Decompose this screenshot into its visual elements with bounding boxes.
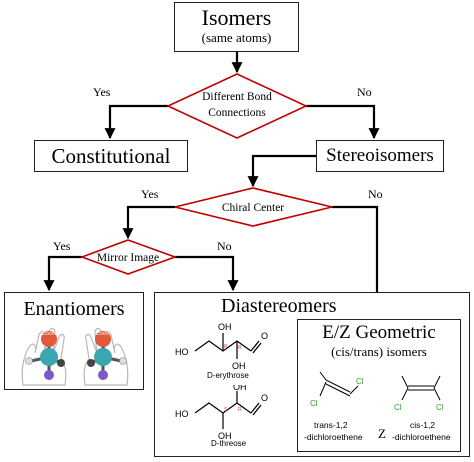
constitutional-title: Constitutional bbox=[51, 144, 171, 168]
stereoisomers-node: Stereoisomers bbox=[316, 140, 444, 172]
edge-mirror-yes bbox=[43, 255, 82, 292]
threose-stereo-b: R bbox=[238, 407, 242, 413]
enantiomers-title: Enantiomers bbox=[23, 298, 125, 320]
chiral-carbon-sphere bbox=[40, 348, 58, 366]
enantiomer-models-image: COOH COOH bbox=[21, 327, 129, 386]
right-hand-outline bbox=[83, 327, 129, 386]
cis-label-line2: -dichloroethene bbox=[392, 432, 451, 442]
isomers-subtitle: (same atoms) bbox=[201, 30, 272, 45]
carboxyl-sphere bbox=[41, 331, 57, 347]
left-hand-outline bbox=[21, 327, 67, 386]
left-cooh-label: COOH bbox=[42, 331, 56, 336]
trans-cl-bottom: Cl bbox=[310, 399, 318, 408]
edge-chiral-no bbox=[332, 205, 383, 314]
chiral-center-diamond bbox=[174, 187, 333, 227]
erythrose-label: D-erythrose bbox=[207, 371, 249, 380]
erythrose-oh-bottom: OH bbox=[232, 361, 246, 371]
trans-label-line2: -dichloroethene bbox=[304, 432, 363, 442]
mirror-decision-label: Mirror Image bbox=[97, 252, 159, 264]
threose-oh-bottom: OH bbox=[218, 431, 232, 441]
chiral-yes-label: Yes bbox=[141, 187, 159, 201]
mirror-no-label: No bbox=[217, 239, 232, 253]
bond-connections-diamond bbox=[166, 73, 308, 139]
chiral-decision-label: Chiral Center bbox=[222, 202, 284, 214]
chiral-no-label: No bbox=[368, 187, 383, 201]
cis-cl-right: Cl bbox=[436, 403, 444, 412]
edge-mirror-no bbox=[175, 255, 239, 292]
enantiomers-node: Enantiomers COOH COOH bbox=[4, 292, 144, 390]
amino-sphere-mirror bbox=[98, 370, 108, 380]
ez-title: E/Z Geometric bbox=[322, 322, 436, 343]
threose-label: D-threose bbox=[211, 439, 247, 448]
erythrose-oh-top: OH bbox=[218, 322, 232, 332]
threose-ho-left: HO bbox=[175, 409, 189, 419]
erythrose-stereo-b: R bbox=[238, 345, 242, 351]
bond-decision-line2: Connections bbox=[208, 107, 266, 119]
constitutional-node: Constitutional bbox=[34, 140, 188, 172]
cis-dichloroethene-structure: Cl Cl bbox=[394, 375, 444, 412]
diastereomers-node: Diastereomers OH HO OH O R R D-erythrose… bbox=[154, 292, 470, 457]
trans-z-label: Z bbox=[378, 426, 386, 441]
ez-geometric-node: E/Z Geometric (cis/trans) isomers Cl Cl … bbox=[297, 319, 461, 452]
erythrose-ho-left: HO bbox=[175, 347, 189, 357]
cis-label-line1: cis-1,2 bbox=[410, 420, 436, 430]
diastereomers-title: Diastereomers bbox=[221, 295, 337, 317]
mirror-image-diamond bbox=[79, 239, 178, 275]
isomers-node: Isomers (same atoms) bbox=[174, 2, 299, 52]
trans-dichloroethene-structure: Cl Cl bbox=[310, 371, 364, 408]
edge-chiral-yes bbox=[122, 205, 175, 240]
isomers-title: Isomers bbox=[201, 5, 272, 30]
amino-sphere bbox=[44, 370, 54, 380]
threose-o: O bbox=[261, 393, 268, 403]
trans-label-line1: trans-1,2 bbox=[314, 420, 348, 430]
stereoisomers-title: Stereoisomers bbox=[326, 145, 434, 166]
bond-decision-line1: Different Bond bbox=[202, 91, 272, 103]
erythrose-structure: OH HO OH O R R bbox=[175, 322, 268, 371]
chiral-carbon-sphere-mirror bbox=[94, 348, 112, 366]
carboxyl-sphere-mirror bbox=[95, 331, 111, 347]
threose-stereo-a: S bbox=[224, 407, 228, 413]
threose-oh-top: OH bbox=[233, 385, 247, 392]
erythrose-o: O bbox=[261, 331, 268, 341]
threose-structure: OH HO OH O S R bbox=[175, 385, 268, 441]
mirror-yes-label: Yes bbox=[53, 239, 71, 253]
erythrose-stereo-a: R bbox=[224, 344, 228, 350]
trans-cl-top: Cl bbox=[356, 377, 364, 386]
right-cooh-label: COOH bbox=[96, 331, 110, 336]
cis-cl-left: Cl bbox=[394, 403, 402, 412]
edge-bond-no bbox=[306, 104, 380, 140]
edge-bond-yes bbox=[104, 104, 168, 140]
ez-subtitle: (cis/trans) isomers bbox=[331, 344, 427, 359]
edge-stereo-to-chiral bbox=[247, 154, 316, 188]
bond-yes-label: Yes bbox=[93, 85, 111, 99]
bond-no-label: No bbox=[357, 85, 372, 99]
